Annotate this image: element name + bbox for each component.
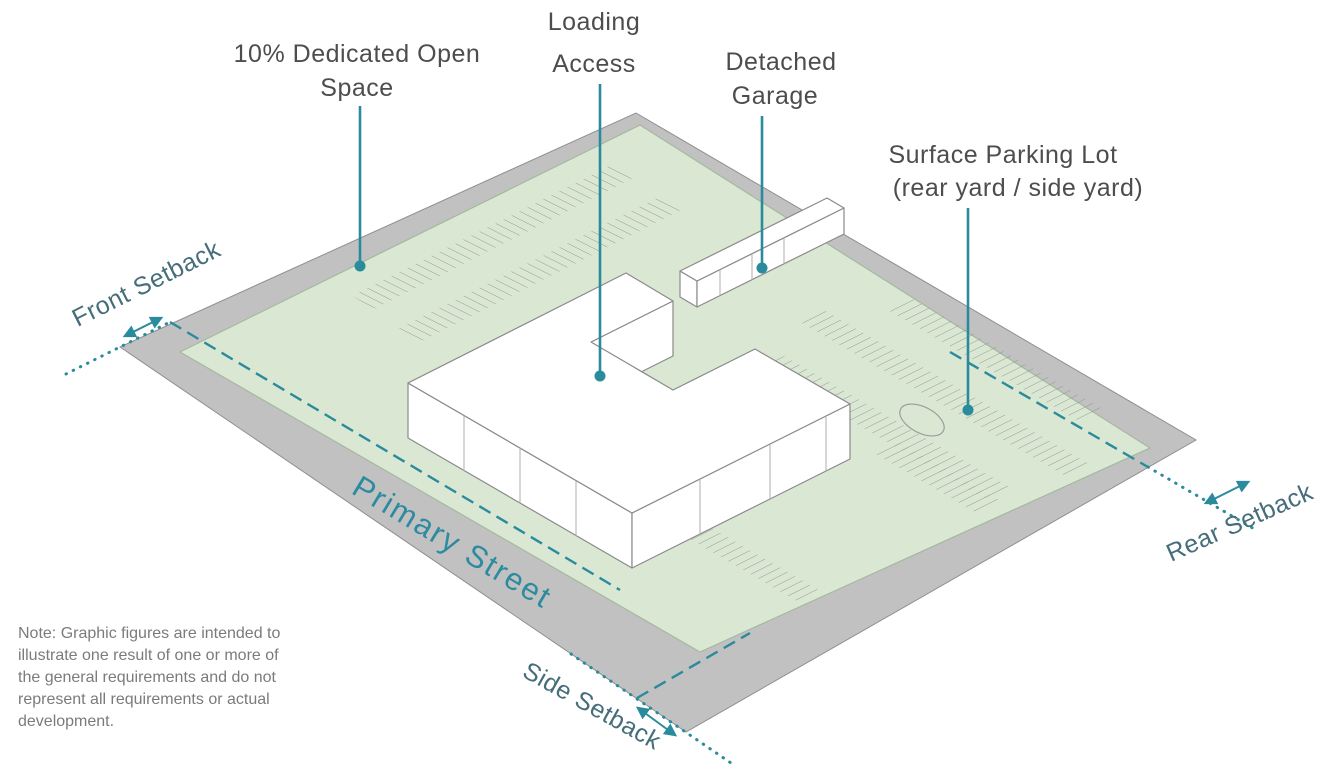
rear-setback-label: Rear Setback — [1162, 478, 1317, 568]
open-space-callout — [354, 106, 366, 272]
note-line: illustrate one result of one or more of — [18, 647, 279, 664]
parking-row — [872, 440, 999, 512]
surface-parking-label-line1: Surface Parking Lot — [888, 141, 1117, 169]
side-setback-dashed-line — [636, 631, 751, 700]
building-roof — [407, 272, 851, 514]
loading-access-callout-dot — [594, 370, 606, 382]
building-facade-seams — [463, 416, 827, 536]
open-space-label-line1: 10% Dedicated Open — [234, 40, 481, 68]
callout-leaders — [354, 84, 974, 416]
open-space-label-line2: Space — [320, 74, 393, 102]
note-line: development. — [18, 713, 114, 730]
main-building — [407, 272, 851, 569]
parking-row — [688, 527, 822, 603]
detached-garage-label-line2: Garage — [732, 82, 818, 110]
loading-access-label-line2: Access — [552, 50, 636, 78]
side-setback-arrow — [635, 706, 678, 737]
note-line: represent all requirements or actual — [18, 691, 270, 708]
note-line: the general requirements and do not — [18, 669, 277, 686]
parking-row — [396, 197, 681, 343]
surface-parking-label-line2: (rear yard / side yard) — [893, 174, 1143, 202]
loading-access-label-line1: Loading — [548, 8, 640, 36]
setback-lines — [64, 316, 1258, 765]
detached-garage-callout — [756, 116, 768, 274]
garage-door-seams — [719, 237, 785, 296]
front-setback-arrow — [122, 316, 164, 338]
rear-property-dotted-line — [1146, 465, 1258, 532]
rear-setback-arrow — [1203, 480, 1251, 505]
detached-garage-label-line1: Detached — [725, 48, 836, 76]
note-text: Note: Graphic figures are intended to il… — [18, 625, 280, 730]
parking-row — [352, 163, 637, 309]
detached-garage-callout-dot — [756, 262, 768, 274]
surface-parking-callout-dot — [962, 404, 974, 416]
open-space-callout-dot — [354, 260, 366, 272]
surface-parking-callout — [962, 208, 974, 416]
note-line: Note: Graphic figures are intended to — [18, 625, 280, 642]
front-setback-dashed-line — [169, 320, 621, 592]
loading-access-callout — [594, 84, 606, 382]
parking-row — [800, 310, 1091, 477]
landscape-island — [899, 403, 945, 437]
parking-row — [884, 296, 1106, 423]
rear-setback-dashed-line — [949, 350, 1149, 469]
